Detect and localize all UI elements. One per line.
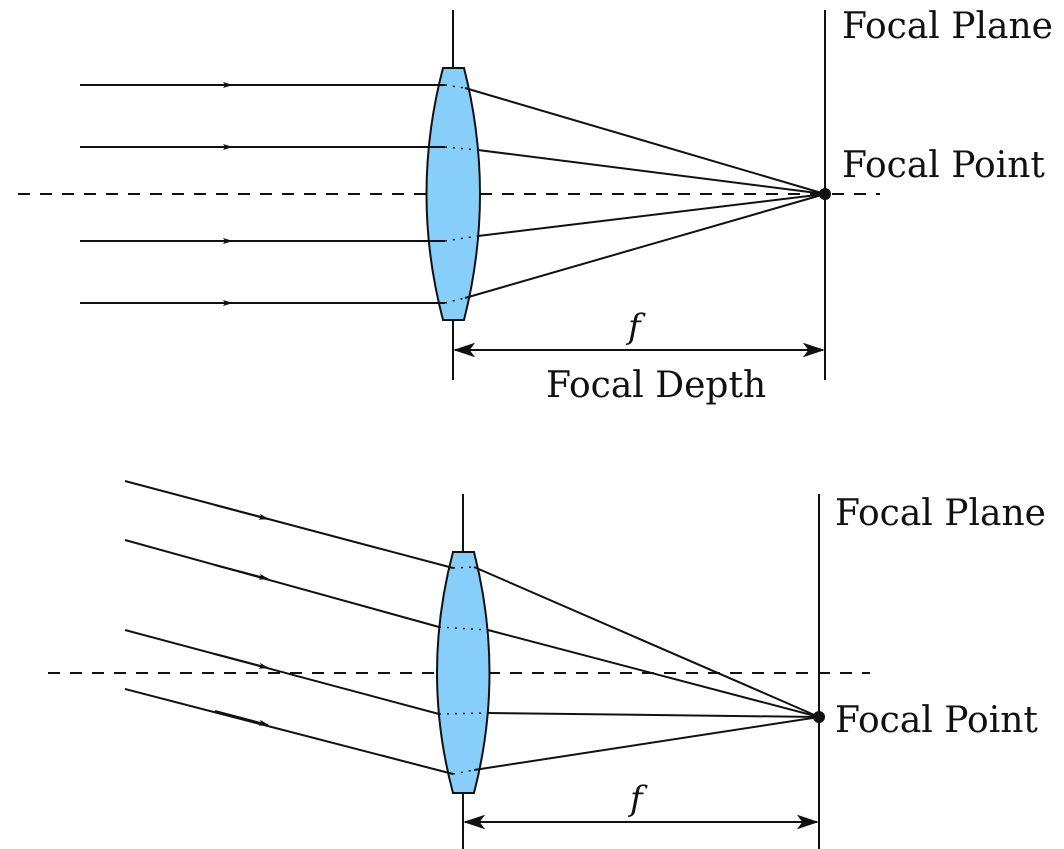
top-focal-depth-label: Focal Depth	[546, 365, 766, 406]
bottom-diagram: Focal Plane Focal Point f	[48, 480, 1046, 849]
bottom-ray-arrow-4	[214, 710, 269, 726]
bottom-lens-internal-1	[452, 566, 475, 569]
bottom-focal-length-symbol: f	[627, 779, 648, 819]
bottom-incoming-ray-4	[124, 688, 454, 775]
top-refracted-ray-1	[464, 87, 826, 195]
top-focal-plane-label: Focal Plane	[842, 6, 1053, 47]
bottom-incoming-ray-1	[124, 480, 454, 569]
top-focal-point-label: Focal Point	[842, 145, 1045, 186]
top-focal-length-symbol: f	[625, 307, 646, 347]
bottom-incoming-ray-3	[124, 629, 440, 715]
bottom-focal-point-dot	[813, 711, 825, 723]
bottom-ray-arrow-2	[214, 564, 269, 580]
top-lens-internal-3	[444, 235, 479, 242]
bottom-ray-arrow-3	[214, 653, 269, 669]
bottom-focal-point-label: Focal Point	[835, 700, 1038, 741]
bottom-lens-internal-4	[452, 769, 475, 775]
bottom-lens	[436, 551, 491, 794]
top-lens-internal-4	[444, 297, 466, 304]
bottom-lens-internal-3	[438, 712, 489, 715]
top-diagram: Focal Plane Focal Point f Focal Depth	[18, 6, 1053, 406]
top-lens-internal-1	[444, 84, 466, 89]
top-lens	[425, 67, 481, 321]
top-refracted-ray-4	[464, 193, 826, 299]
bottom-ray-arrow-1	[214, 504, 269, 520]
bottom-incoming-ray-2	[124, 539, 440, 628]
bottom-refracted-ray-4	[473, 716, 820, 771]
bottom-focal-plane-label: Focal Plane	[835, 493, 1046, 534]
bottom-refracted-ray-2	[487, 629, 820, 718]
top-focal-point-dot	[819, 188, 831, 200]
bottom-refracted-ray-1	[473, 566, 820, 718]
top-lens-internal-2	[444, 146, 479, 151]
top-refracted-ray-3	[477, 193, 826, 237]
top-refracted-ray-2	[477, 149, 826, 195]
bottom-refracted-ray-3	[487, 712, 820, 718]
bottom-lens-internal-2	[438, 626, 489, 631]
